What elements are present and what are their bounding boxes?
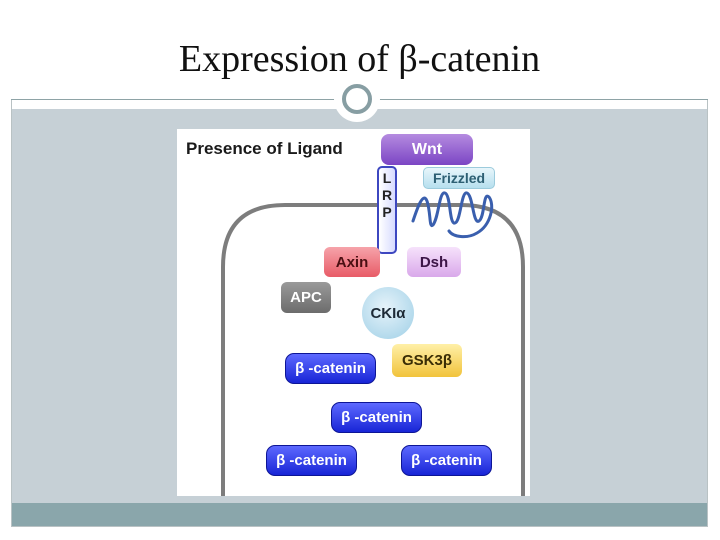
- dsh-protein: Dsh: [407, 247, 461, 277]
- axin-protein: Axin: [324, 247, 380, 277]
- ckia-protein: CKIα: [362, 287, 414, 339]
- lrp-coreceptor: L R P: [377, 166, 397, 254]
- diagram-drawing: [221, 191, 525, 496]
- apc-protein: APC: [281, 282, 331, 313]
- beta-catenin-2: β -catenin: [331, 402, 422, 433]
- beta-catenin-1: β -catenin: [285, 353, 376, 384]
- beta-catenin-4: β -catenin: [401, 445, 492, 476]
- lrp-letter-l: L: [382, 170, 392, 186]
- frizzled-receptor-line: [411, 191, 494, 239]
- footer-bar: [12, 503, 707, 526]
- divider-circle-icon: [342, 84, 372, 114]
- slide-title: Expression of β-catenin: [178, 38, 541, 80]
- frizzled-receptor: Frizzled: [423, 167, 495, 189]
- beta-catenin-3: β -catenin: [266, 445, 357, 476]
- wnt-signaling-diagram: Presence of Ligand Wnt Frizzled L R P Ax…: [177, 129, 530, 496]
- diagram-heading: Presence of Ligand: [186, 139, 343, 158]
- wnt-protein: Wnt: [381, 134, 473, 165]
- gsk3b-protein: GSK3β: [392, 344, 462, 377]
- cell-membrane: [221, 203, 525, 496]
- lrp-letter-r: R: [381, 187, 393, 203]
- lrp-letter-p: P: [382, 204, 392, 220]
